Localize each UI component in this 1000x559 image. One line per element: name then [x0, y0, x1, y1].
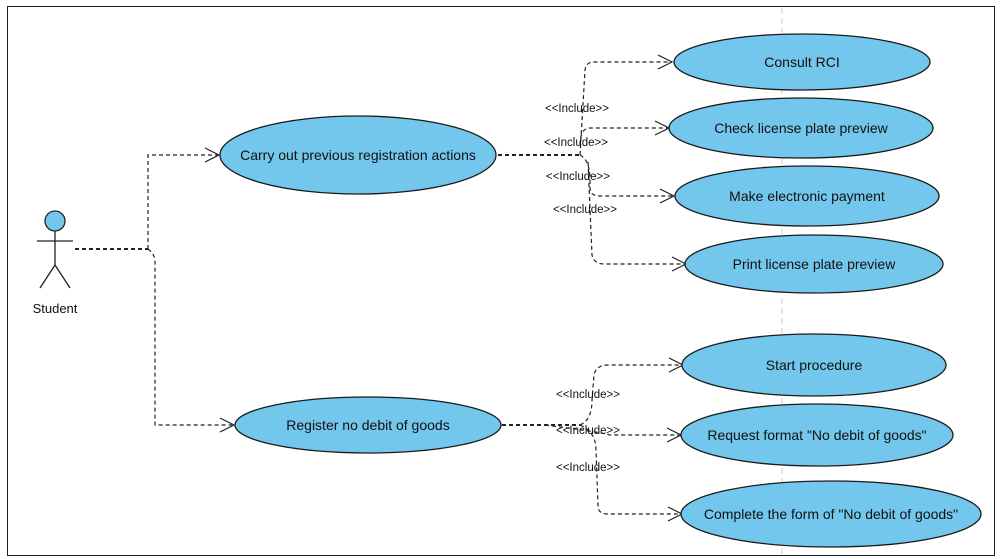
use-case-complete-form[interactable]: Complete the form of "No debit of goods" — [680, 480, 982, 548]
include-label: <<Include>> — [553, 204, 617, 216]
use-case-label: Complete the form of "No debit of goods" — [704, 506, 958, 522]
include-label: <<Include>> — [556, 425, 620, 437]
arrowhead — [657, 54, 674, 70]
actor-student[interactable]: Student — [33, 210, 78, 316]
use-case-print-preview[interactable]: Print license plate preview — [684, 234, 944, 294]
include-print-preview — [587, 161, 684, 265]
use-case-start-procedure[interactable]: Start procedure — [681, 333, 947, 397]
use-case-register-no-debit[interactable]: Register no debit of goods — [234, 396, 502, 454]
actor-head — [44, 210, 66, 232]
arrowhead — [204, 147, 221, 163]
include-consult-rci — [579, 61, 670, 156]
include-make-payment — [579, 154, 672, 197]
include-label: <<Include>> — [546, 171, 610, 183]
use-case-label: Carry out previous registration actions — [240, 147, 476, 163]
use-case-label: Register no debit of goods — [286, 417, 449, 433]
assoc-to-carry-out — [147, 154, 218, 249]
use-case-carry-out[interactable]: Carry out previous registration actions — [219, 115, 497, 195]
actor-right-leg — [54, 264, 71, 289]
use-case-make-payment[interactable]: Make electronic payment — [674, 165, 940, 227]
arrowhead — [219, 417, 236, 433]
include-complete-form — [579, 424, 680, 515]
include-label: <<Include>> — [556, 389, 620, 401]
include-label: <<Include>> — [556, 462, 620, 474]
use-case-label: Print license plate preview — [733, 256, 897, 272]
use-case-label: Request format "No debit of goods" — [707, 427, 926, 443]
actor-left-leg — [39, 264, 56, 289]
use-case-request-format[interactable]: Request format "No debit of goods" — [680, 403, 954, 467]
use-case-label: Consult RCI — [764, 54, 839, 70]
assoc-to-register — [147, 248, 232, 426]
use-case-label: Make electronic payment — [729, 188, 885, 204]
use-case-label: Check license plate preview — [714, 120, 888, 136]
use-case-check-preview[interactable]: Check license plate preview — [668, 97, 934, 159]
include-check-preview — [579, 127, 667, 146]
use-case-label: Start procedure — [766, 357, 863, 373]
arrowhead — [659, 188, 676, 204]
include-label: <<Include>> — [545, 103, 609, 115]
actor-label: Student — [33, 301, 78, 316]
include-start-procedure — [579, 364, 681, 426]
use-case-consult-rci[interactable]: Consult RCI — [673, 33, 931, 91]
include-request-format — [544, 424, 679, 436]
include-label: <<Include>> — [544, 137, 608, 149]
